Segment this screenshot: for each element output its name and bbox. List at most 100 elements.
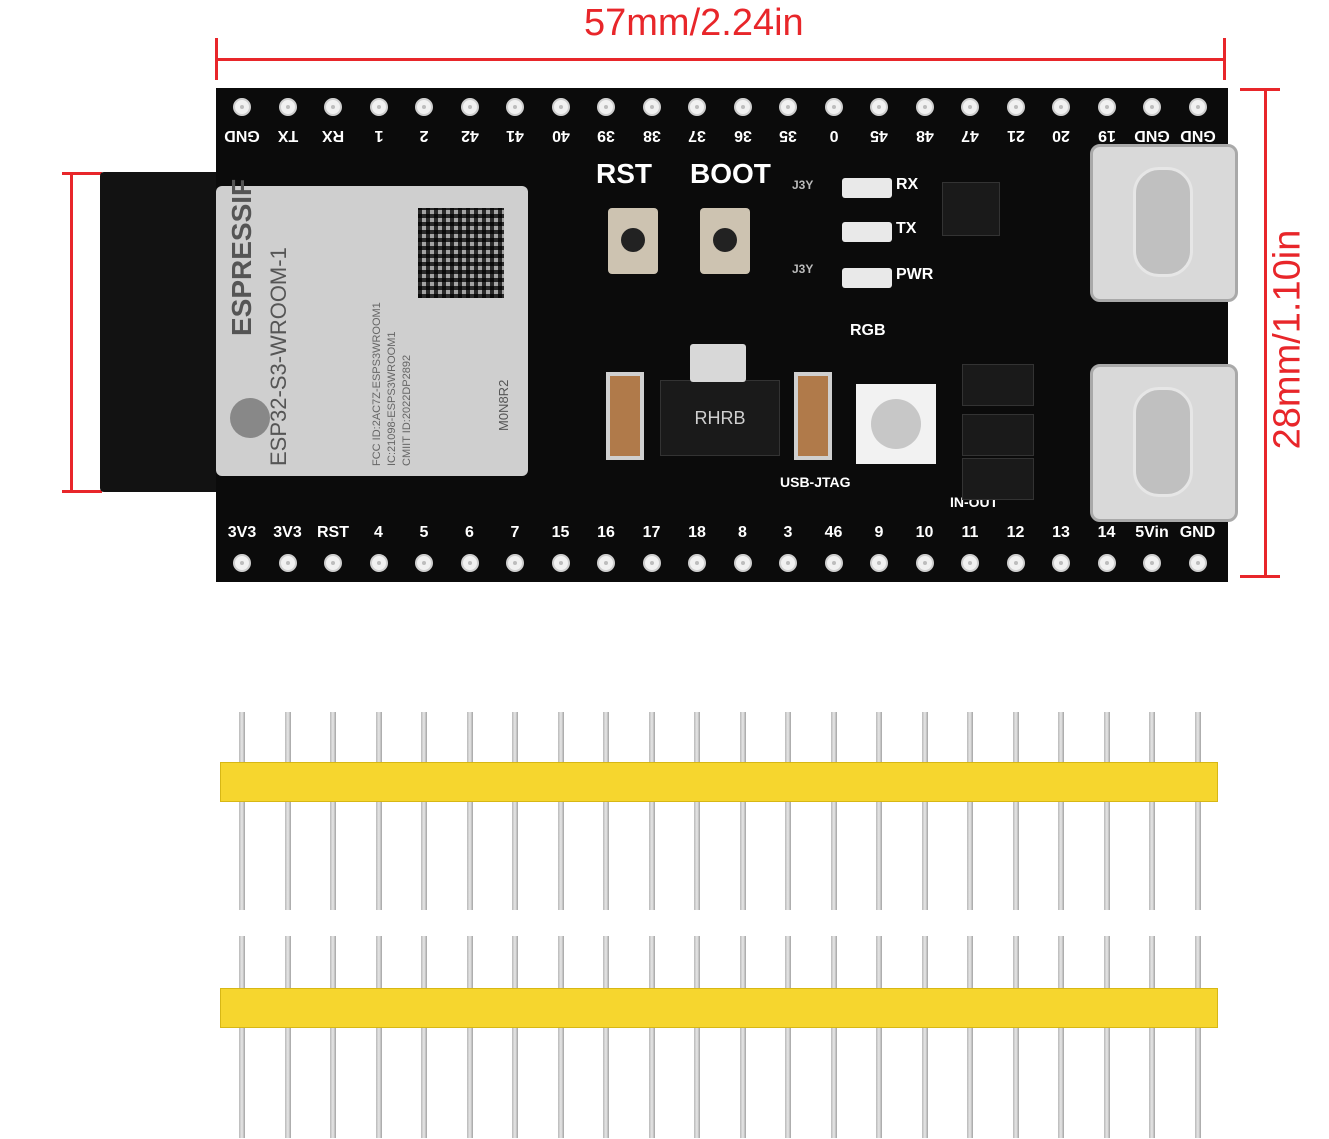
header-pin [694,1028,700,1138]
pin-hole-bottom [870,554,888,572]
header-pin [1012,936,1019,988]
header-pin [603,1028,609,1138]
pin-hole-bottom [1188,554,1207,572]
header-pin [1012,1028,1019,1138]
diode-3 [962,458,1034,500]
pin-label-bottom: GND [1179,524,1216,541]
width-dimension-tick-right [1223,38,1226,80]
pin-label-top: GND [224,127,260,144]
pin-hole-bottom [1052,554,1070,572]
header-pin [1103,802,1110,910]
pin-hole-top [961,98,979,116]
header-pin [1149,1028,1155,1138]
header-pin [1058,1028,1064,1138]
pin-label-top: 21 [1006,127,1025,144]
pin-label-bottom: 11 [961,524,979,541]
board-height-tick-top [1240,88,1280,91]
header-pin [1012,712,1019,762]
header-pin [375,936,382,988]
header-pin [967,712,973,762]
header-pin [785,936,791,988]
rx-led-label: RX [896,176,919,193]
usb-jtag-label: USB-JTAG [780,474,851,490]
diode-1 [962,364,1034,406]
pin-hole-bottom [506,554,524,572]
pin-hole-top [597,98,615,116]
header-pin [603,936,609,988]
header-pin [557,936,564,988]
boot-button[interactable] [700,208,750,274]
pin-hole-top [824,98,843,116]
header-pin [1103,936,1110,988]
header-pin [830,1028,837,1138]
header-pin [1058,936,1064,988]
pin-hole-top [1143,98,1161,116]
pin-hole-bottom [415,554,433,572]
header-pin [1012,802,1019,910]
module-model: ESP32-S3-WROOM-1 [266,247,291,466]
pin-label-bottom: 9 [874,524,884,541]
pin-label-bottom: 17 [642,524,661,541]
header-pin [876,1028,882,1138]
header-pin [1103,1028,1110,1138]
pin-label-bottom: 13 [1052,524,1070,541]
header-pin [694,712,700,762]
pin-hole-top [1188,98,1207,116]
header-pin [512,802,518,910]
header-pin [330,936,336,988]
header-pin [785,712,791,762]
boot-button-label: BOOT [690,158,771,189]
width-dimension-label: 57mm/2.24in [584,2,804,44]
usb-c-port-top[interactable] [1090,144,1238,302]
pin-label-top: 45 [870,127,888,144]
header-pin [239,712,245,762]
voltage-regulator: RHRB [660,380,780,456]
header-pin [1103,712,1110,762]
header-pin [375,712,382,762]
header-pin [1058,802,1064,910]
usb-uart-chip [942,182,1000,236]
header-pin [739,1028,746,1138]
espressif-logo-icon [230,398,270,438]
usb-c-port-bottom[interactable] [1090,364,1238,522]
module-ic: IC:21098-ESPS3WROOM1 [386,331,398,467]
header-pin [830,936,837,988]
pin-label-bottom: 15 [551,524,570,541]
pin-label-bottom: 16 [597,524,615,541]
header-pin [557,802,564,910]
header-pin [284,712,291,762]
pin-label-bottom: 12 [1006,524,1025,541]
module-cmiit: CMIIT ID:2022DP2892 [401,354,413,466]
pin-hole-bottom [233,554,251,572]
pin-label-top: 39 [597,127,615,144]
pin-hole-bottom [1097,554,1116,572]
header-pin [876,936,882,988]
header-pin [648,712,655,762]
rgb-label: RGB [850,322,886,339]
pin-hole-top [415,98,433,116]
header-pin [694,936,700,988]
header-pin [830,712,837,762]
header-pin [512,936,518,988]
header-pin [603,802,609,910]
pin-hole-bottom [688,554,706,572]
header-pin [1194,1028,1201,1138]
header-pin [1194,712,1201,762]
pin-hole-bottom [551,554,570,572]
pin-hole-top [915,98,934,116]
esp32-module: ESPRESSIF ESP32-S3-WROOM-1 FCC ID:2AC7Z-… [216,179,528,476]
capacitor-right [794,372,832,460]
pin-hole-bottom [915,554,934,572]
header-pin [876,802,882,910]
pin-label-bottom: 7 [510,524,520,541]
board-height-tick-bottom [1240,575,1280,578]
pin-header-plastic [220,988,1218,1028]
pin-label-bottom: RST [317,524,349,541]
pin-label-top: 0 [829,127,838,144]
rst-button[interactable] [608,208,658,274]
header-pin [1149,936,1155,988]
pin-label-bottom: 8 [738,524,747,541]
pin-hole-bottom [1006,554,1025,572]
pin-header-plastic [220,762,1218,802]
header-pin [466,936,473,988]
